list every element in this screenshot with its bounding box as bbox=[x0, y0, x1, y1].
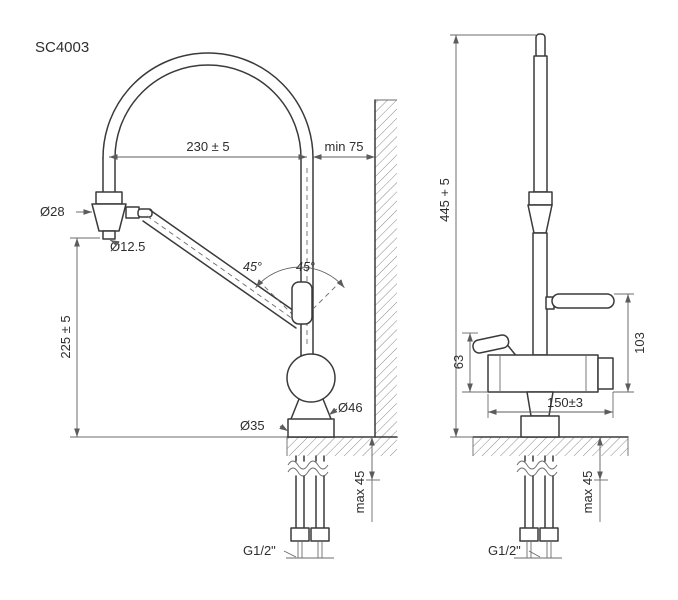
dim-thread-side-label: G1/2" bbox=[488, 543, 521, 558]
dim-width-label: 230 ± 5 bbox=[186, 139, 229, 154]
dim-body-length-label: 150±3 bbox=[547, 395, 583, 410]
wall-section bbox=[374, 99, 397, 438]
counter-section bbox=[286, 436, 398, 456]
handle-swing: 45° 45° bbox=[243, 260, 345, 325]
filter-lever bbox=[472, 334, 519, 359]
dim-thread-label: G1/2" bbox=[243, 543, 276, 558]
faucet-profile bbox=[472, 33, 615, 438]
front-view: 45° 45° bbox=[40, 52, 398, 559]
spout-arm bbox=[142, 209, 305, 329]
dim-body-diameter-label: Ø46 bbox=[338, 400, 363, 415]
dim-lever-height-label: 63 bbox=[451, 355, 466, 369]
dim-outlet-diameter-label: Ø12.5 bbox=[110, 239, 145, 254]
side-dimensions: 445 + 5 63 103 150±3 max 45 G1/2" bbox=[437, 34, 647, 558]
dim-spout-height-label: 225 ± 5 bbox=[58, 315, 73, 358]
handle-lever bbox=[291, 281, 313, 325]
swing-angle-right-label: 45° bbox=[296, 260, 315, 274]
dim-wall-clearance-label: min 75 bbox=[324, 139, 363, 154]
dim-total-height-label: 445 + 5 bbox=[437, 178, 452, 222]
dim-base-diameter-label: Ø35 bbox=[240, 418, 265, 433]
supply-hoses bbox=[286, 455, 334, 559]
supply-hoses-side bbox=[514, 455, 562, 559]
dim-deck-thickness-side-label: max 45 bbox=[580, 471, 595, 514]
hose-nut bbox=[290, 527, 310, 542]
dim-spray-diameter-label: Ø28 bbox=[40, 204, 65, 219]
faucet-body bbox=[286, 353, 336, 438]
spray-head bbox=[91, 191, 153, 240]
side-view: 445 + 5 63 103 150±3 max 45 G1/2" bbox=[437, 33, 647, 559]
hose-nut bbox=[310, 527, 330, 542]
dim-handle-height-label: 103 bbox=[632, 332, 647, 354]
model-number-label: SC4003 bbox=[35, 39, 89, 56]
front-dimensions: 230 ± 5 min 75 Ø28 Ø12.5 225 ± 5 Ø35 Ø46 bbox=[40, 139, 380, 558]
hose-nut bbox=[539, 527, 559, 542]
swing-angle-left-label: 45° bbox=[243, 260, 262, 274]
main-handle-lever bbox=[551, 293, 615, 309]
hose-nut bbox=[519, 527, 539, 542]
counter-section-side bbox=[472, 436, 629, 456]
dim-deck-thickness-label: max 45 bbox=[352, 471, 367, 514]
